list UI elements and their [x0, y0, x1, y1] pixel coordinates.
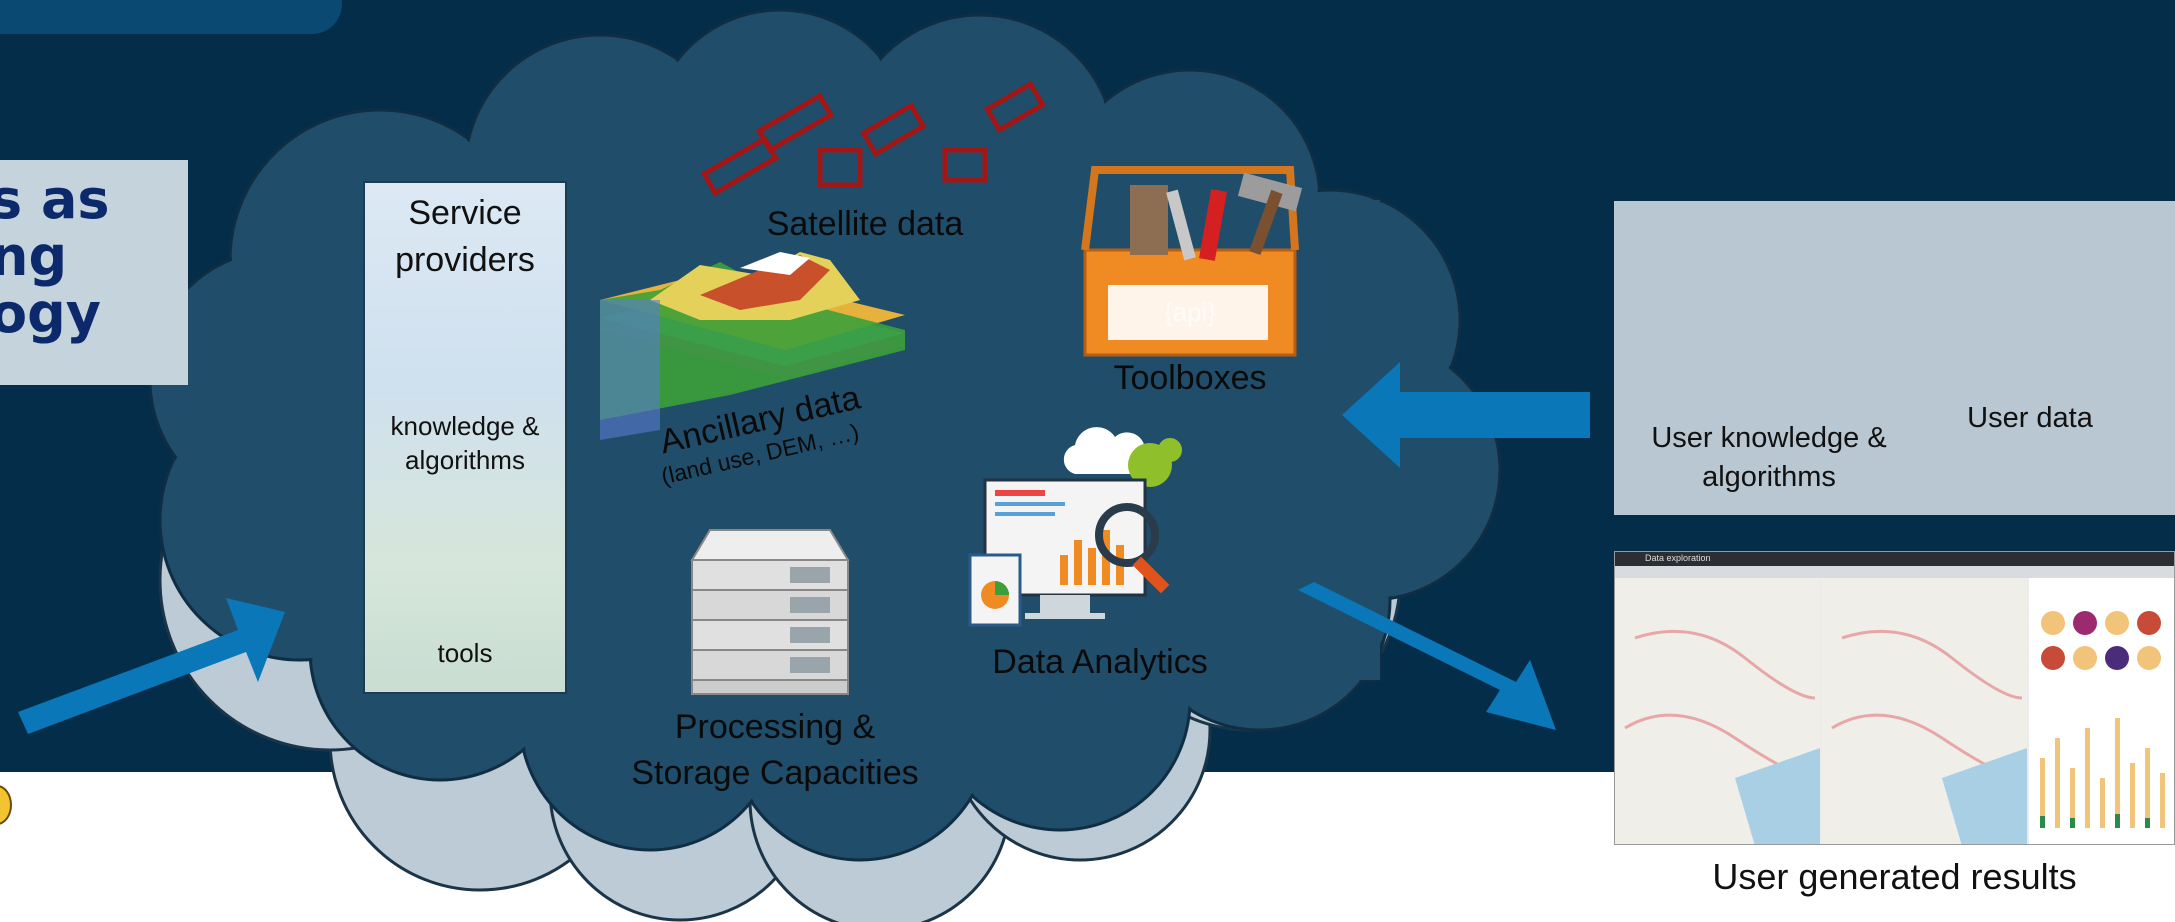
screenshot-toolbar [1615, 566, 2174, 578]
terrain-layers-icon [600, 252, 905, 440]
user-results-label: User generated results [1712, 856, 2077, 897]
title-box: s as ng ogy [0, 160, 188, 385]
analytics-icon [968, 427, 1182, 627]
arrow-user-to-cloud [1342, 362, 1590, 468]
title-line-1: s as [0, 168, 110, 231]
top-tab-shape [0, 0, 342, 34]
toolboxes-label: Toolboxes [1113, 359, 1267, 397]
arrow-cloud-to-results [1298, 582, 1556, 730]
service-providers-heading-1: Service [408, 194, 522, 232]
provider-knowledge-label-1: knowledge & [390, 411, 540, 441]
results-screenshot: Data exploration [1614, 551, 2175, 845]
service-providers-heading-2: providers [395, 241, 535, 279]
user-inputs-panel [1614, 201, 2175, 515]
provider-tools-label: tools [437, 638, 493, 668]
provider-knowledge-label-2: algorithms [405, 445, 525, 475]
title-line-3: ogy [0, 282, 101, 345]
screenshot-maps [1615, 578, 2174, 844]
user-data-label: User data [1967, 402, 2093, 434]
user-knowledge-label-1: User knowledge & [1651, 422, 1887, 454]
title-line-2: ng [0, 225, 68, 288]
screenshot-topbar: Data exploration [1615, 552, 2174, 566]
screenshot-title: Data exploration [1645, 553, 1711, 563]
user-knowledge-label-2: algorithms [1702, 461, 1836, 493]
service-providers-panel [363, 181, 567, 694]
arrow-into-cloud [18, 598, 285, 734]
toolbox-icon [1081, 166, 1303, 357]
satellite-data-label: Satellite data [766, 205, 964, 243]
processing-label-2: Storage Capacities [631, 754, 919, 792]
processing-label-1: Processing & [674, 708, 876, 746]
data-analytics-label: Data Analytics [992, 643, 1208, 681]
satellite-icons [700, 80, 1047, 197]
api-label: {api} [1163, 297, 1217, 327]
server-icon [690, 529, 850, 695]
